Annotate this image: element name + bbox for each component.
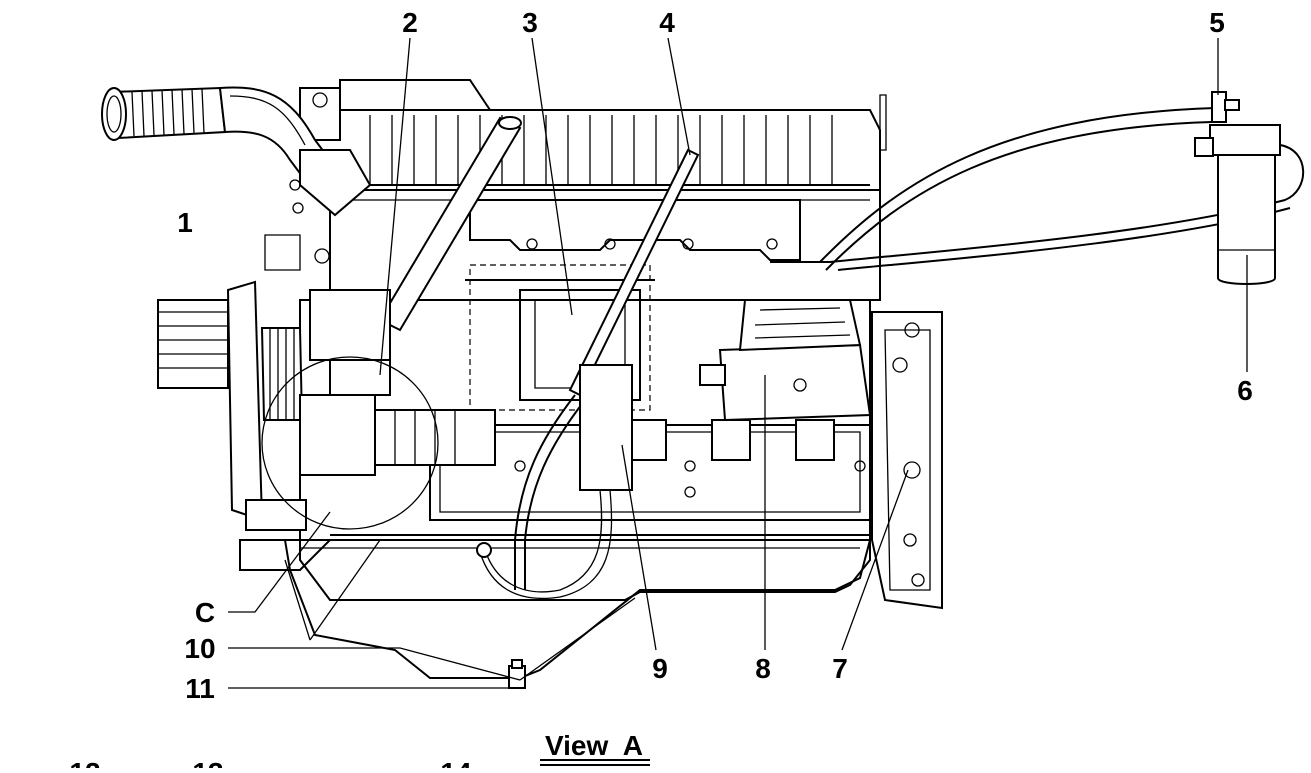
detail-c-circle (261, 356, 439, 530)
fuel-pump (264, 234, 496, 476)
leader-3 (531, 37, 573, 316)
callout-14: 14 (440, 757, 472, 768)
leader-9 (621, 444, 657, 651)
front-pulley (157, 280, 333, 571)
fuel-filter (1194, 91, 1281, 285)
callout-8: 8 (755, 653, 771, 684)
leader-lines (228, 37, 1248, 689)
leader-10 (228, 647, 521, 681)
intake-hose (101, 86, 372, 217)
starter-motor (699, 299, 872, 422)
callout-2: 2 (402, 7, 418, 38)
callout-12: 12 (69, 757, 100, 768)
callout-c: C (195, 597, 215, 628)
callouts: 1 2 3 4 5 6 7 8 9 10 11 C 12 13 14 (69, 7, 1253, 773)
callout-4: 4 (659, 7, 675, 38)
callout-5: 5 (1209, 7, 1225, 38)
callout-7: 7 (832, 653, 848, 684)
ecu-box (476, 364, 633, 599)
callout-1: 1 (177, 207, 193, 238)
callout-10: 10 (184, 633, 215, 664)
callout-3: 3 (522, 7, 538, 38)
view-a-label: View A (545, 730, 643, 761)
valve-cover (299, 79, 881, 191)
callout-9: 9 (652, 653, 668, 684)
leader-2 (379, 37, 411, 376)
callout-6: 6 (1237, 375, 1253, 406)
view-caption: View A (540, 730, 650, 766)
leader-c (228, 511, 331, 613)
flywheel-housing (871, 94, 943, 610)
leader-7 (841, 469, 909, 651)
oil-pan (283, 539, 872, 689)
callout-11: 11 (185, 673, 215, 704)
callout-13: 13 (192, 757, 223, 768)
pipe-loop (465, 264, 655, 411)
coolant-pipe (378, 116, 522, 332)
leader-4 (667, 37, 691, 156)
